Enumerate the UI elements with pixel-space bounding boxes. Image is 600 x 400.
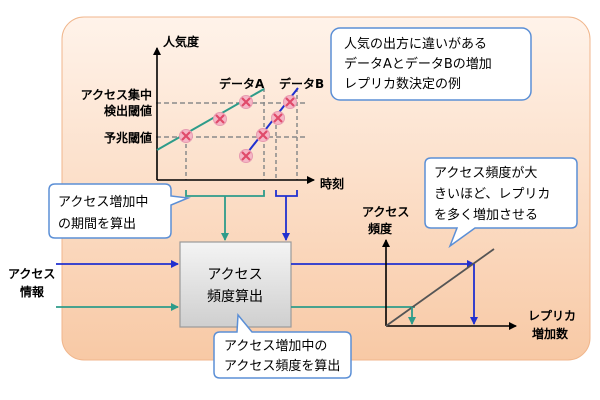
- process-box-line-2: 頻度算出: [207, 289, 263, 305]
- series-b-point: [282, 94, 298, 110]
- graph2-x-label-2: 増加数: [532, 326, 569, 341]
- input-label-line-1: アクセス: [8, 267, 55, 281]
- frequency-callout: アクセス増加中の アクセス頻度を算出: [213, 313, 352, 379]
- note-top-callout: 人気の出方に違いがある データAとデータBの増加 レプリカ数決定の例: [330, 27, 532, 101]
- series-a-point: [238, 94, 254, 110]
- threshold-high-label-2: 検出閾値: [104, 103, 152, 118]
- graph2-x-label-1: レプリカ: [528, 308, 576, 323]
- frequency-graph: アクセス 頻度 レプリカ 増加数: [362, 205, 576, 341]
- threshold-high-label-1: アクセス集中: [81, 87, 152, 102]
- period-callout: アクセス増加中 の期間を算出: [48, 183, 191, 239]
- graph2-y-label-2: 頻度: [368, 221, 393, 236]
- note-right-line-2: きいほど、レプリカ: [434, 187, 550, 202]
- frequency-callout-line-2: アクセス頻度を算出: [224, 358, 340, 374]
- graph2-mapping-line: [385, 248, 495, 327]
- popularity-graph: 人気度 時刻 アクセス集中 検出閾値 予兆閾値 データA データB: [81, 34, 344, 191]
- period-callout-line-1: アクセス増加中: [58, 195, 148, 210]
- graph1-y-label: 人気度: [163, 34, 200, 49]
- series-a-point: [178, 128, 194, 144]
- note-top-line-2: データAとデータBの増加: [344, 56, 492, 72]
- graph1-x-label: 時刻: [320, 176, 344, 191]
- series-b-point: [238, 148, 254, 164]
- series-b-point: [270, 110, 286, 126]
- series-b-point: [255, 127, 271, 143]
- note-top-line-3: レプリカ数決定の例: [344, 77, 461, 92]
- note-top-line-1: 人気の出方に違いがある: [344, 36, 487, 52]
- process-box-line-1: アクセス: [207, 267, 262, 283]
- process-box: アクセス 頻度算出: [179, 241, 292, 328]
- note-right-line-1: アクセス頻度が大: [434, 165, 537, 181]
- period-callout-line-2: の期間を算出: [58, 217, 136, 232]
- series-a-label: データA: [219, 76, 265, 91]
- note-right-callout: アクセス頻度が大 きいほど、レプリカ を多く増加させる: [424, 157, 578, 249]
- note-right-line-3: を多く増加させる: [434, 207, 538, 223]
- threshold-low-label: 予兆閾値: [104, 130, 152, 145]
- graph2-y-label-1: アクセス: [362, 205, 409, 219]
- frequency-callout-line-1: アクセス増加中の: [224, 339, 327, 354]
- series-b-label: データB: [279, 76, 324, 91]
- input-label-line-2: 情報: [20, 284, 45, 299]
- series-a-point: [212, 111, 228, 127]
